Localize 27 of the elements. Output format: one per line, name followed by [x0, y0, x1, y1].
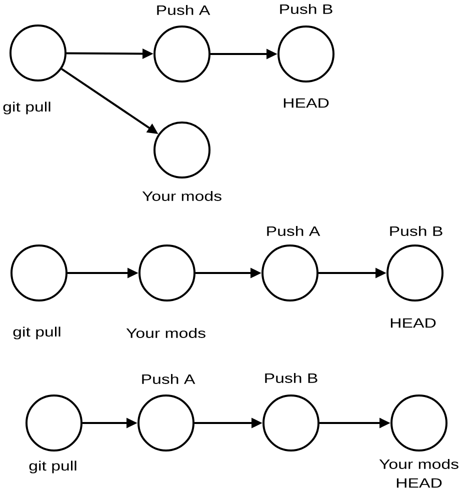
commit-label: Push A — [267, 226, 320, 236]
commit-label: Your mods — [142, 191, 222, 201]
commit-label: HEAD — [390, 318, 436, 328]
commit-label: Push B — [390, 226, 442, 236]
commit-label: HEAD — [396, 478, 442, 488]
commit-circle — [390, 394, 448, 452]
commit-circle — [262, 244, 318, 302]
commit-circle — [278, 26, 334, 82]
commit-label: Push B — [265, 373, 318, 383]
commit-label: Push A — [142, 374, 196, 384]
commit-label: Your mods — [126, 328, 206, 338]
commit-label: Your mods — [379, 459, 458, 469]
commit-circle — [262, 394, 320, 452]
commit-circle — [138, 244, 196, 302]
commit-label: git pull — [13, 326, 60, 340]
commit-label: Push A — [157, 5, 210, 15]
commit-circle — [10, 24, 66, 82]
commit-circle — [154, 122, 210, 178]
commit-circle — [138, 394, 194, 452]
commit-label: HEAD — [284, 98, 329, 108]
commit-label: Push B — [280, 4, 332, 14]
commit-label: git pull — [29, 460, 76, 474]
commit-circle — [154, 26, 210, 82]
commit-circle — [386, 244, 444, 302]
commit-circle — [26, 394, 82, 452]
commit-circle — [10, 244, 68, 302]
commit-label: git pull — [3, 102, 50, 114]
